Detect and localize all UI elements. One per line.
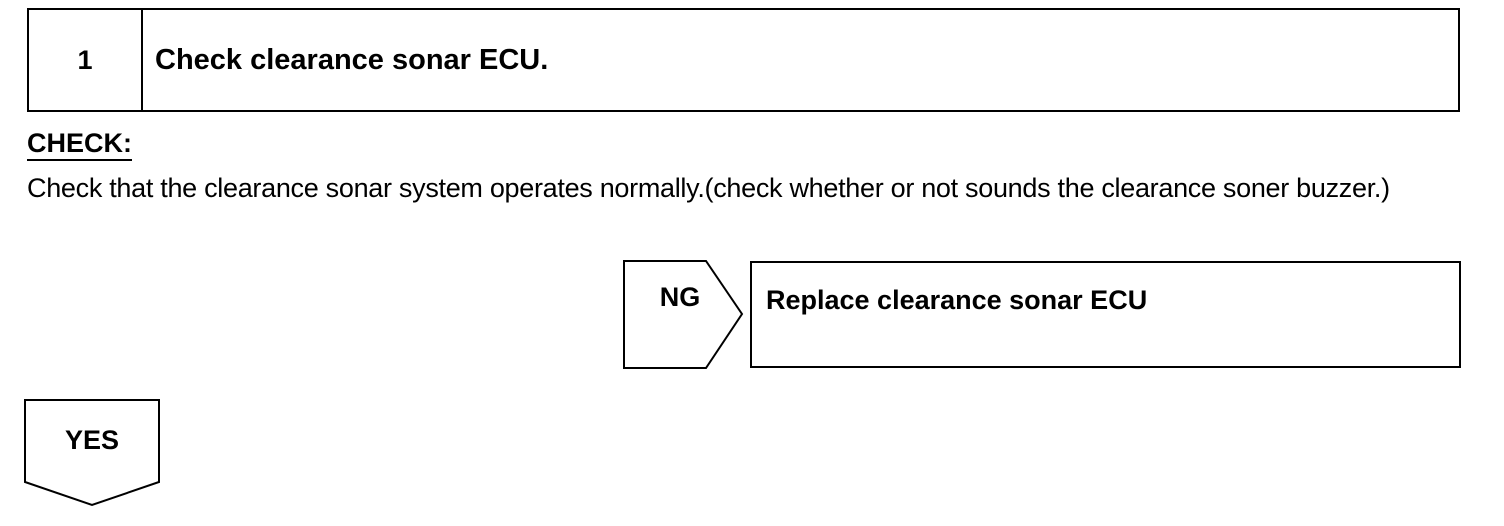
ng-arrow-shape [623,260,744,369]
step-number: 1 [29,10,143,110]
check-label: CHECK: [27,127,132,161]
step-header-box: 1 Check clearance sonar ECU. [27,8,1460,112]
yes-arrow-shape [24,399,160,507]
ng-label: NG [659,282,701,312]
ng-result-box: Replace clearance sonar ECU [750,261,1461,368]
check-instruction: Check that the clearance sonar system op… [27,173,1390,203]
step-title: Check clearance sonar ECU. [155,43,549,76]
ng-result-text: Replace clearance sonar ECU [766,285,1148,315]
yes-label: YES [64,425,120,455]
